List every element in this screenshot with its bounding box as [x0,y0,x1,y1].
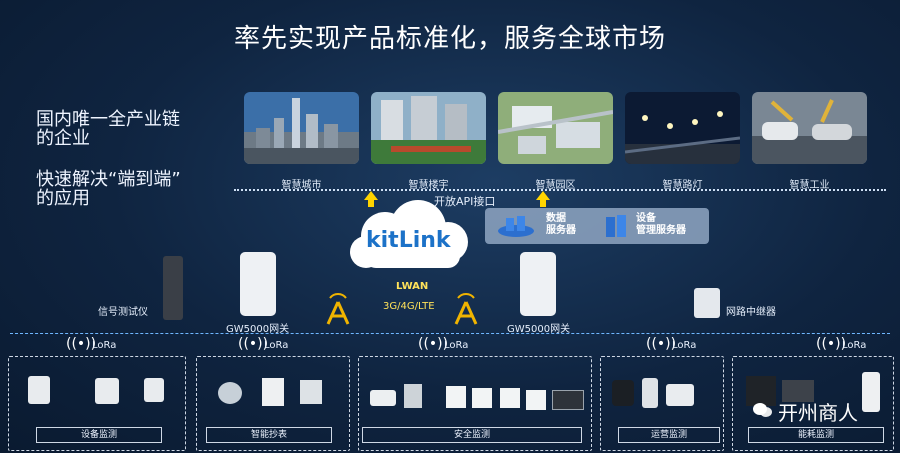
scene-label-3: 智慧园区 [535,180,576,191]
operation-sensor [666,384,694,406]
operation-sensor [642,378,658,408]
safety-sensor [446,386,466,408]
safety-sensor [404,384,422,408]
page-title: 率先实现产品标准化，服务全球市场 [233,24,666,54]
antenna-icon [320,290,356,326]
slogan-line-4: 的应用 [36,188,90,209]
repeater-label: 网路中继器 [726,307,776,318]
scene-label-4: 智慧路灯 [662,180,703,191]
watermark-text: 开州商人 [778,401,858,425]
water-meter-device [218,382,242,404]
section-label-3: 安全监测 [362,427,582,443]
section-label-4: 运营监测 [618,427,720,443]
lora-label-1: LoRa [92,340,117,351]
lora-label-2: LoRa [264,340,289,351]
slogan-line-3: 快速解决“端到端” [36,169,181,190]
arrow-up-icon [536,191,550,207]
alarm-button-device [500,388,520,408]
slogan-line-2: 的企业 [36,128,90,149]
electric-meter-device [262,378,284,406]
lora-label-5: LoRa [842,340,867,351]
wifi-icon: ((•)) [66,336,97,352]
smart-city-photo [244,92,359,164]
wechat-icon [752,402,772,418]
cellular-label: 3G/4G/LTE [383,301,435,312]
gateway-device-right [520,252,556,316]
device-server-icon [604,213,630,239]
cloud-icon [340,198,480,278]
energy-meter-device [862,372,880,412]
signal-tester-device [163,256,183,320]
scene-label-1: 智慧城市 [281,180,322,191]
section-device-monitoring [8,356,186,451]
section-operation-monitoring [600,356,724,451]
smart-industry-photo [752,92,867,164]
section-safety-monitoring [358,356,592,451]
wifi-icon: ((•)) [646,336,677,352]
gas-meter-device [300,380,322,404]
gateway-device-left [240,252,276,316]
gateway-right-label: GW5000网关 [507,324,571,335]
safety-sensor [370,390,396,406]
slogan-2: 快速解决“端到端” 的应用 [36,170,181,208]
energy-meter-device [782,380,814,402]
kitlink-brand: kitLink [366,228,451,253]
sensor-device [95,378,119,404]
slogan-line-1: 国内唯一全产业链 [36,109,180,130]
safety-panel-device [552,390,584,410]
repeater-device [694,288,720,318]
scene-label-5: 智慧工业 [789,180,830,191]
lora-label-3: LoRa [444,340,469,351]
data-server-icon [496,214,536,238]
sensor-device [28,376,50,404]
network-bus-line [10,333,890,334]
wifi-icon: ((•)) [418,336,449,352]
slogan-1: 国内唯一全产业链 的企业 [36,110,180,148]
safety-sensor [472,388,492,408]
wifi-icon: ((•)) [238,336,269,352]
smart-building-photo [371,92,486,164]
safety-sensor [526,390,546,410]
wifi-icon: ((•)) [816,336,847,352]
arrow-up-icon [364,191,378,207]
section-label-1: 设备监测 [36,427,162,443]
data-server-label: 数据 服务器 [546,213,576,236]
section-label-2: 智能抄表 [206,427,332,443]
section-smart-metering [196,356,350,451]
sensor-device [144,378,164,402]
gateway-left-label: GW5000网关 [226,324,290,335]
signal-tester-label: 信号测试仪 [98,307,148,318]
api-label: 开放API接口 [434,195,496,208]
lwan-label: LWAN [396,281,429,292]
section-label-5: 能耗监测 [748,427,884,443]
lora-label-4: LoRa [672,340,697,351]
smart-park-photo [498,92,613,164]
operation-sensor [612,380,634,406]
antenna-icon [448,290,484,326]
smart-streetlight-photo [625,92,740,164]
scene-label-2: 智慧楼宇 [408,180,449,191]
section-energy-monitoring [732,356,894,451]
scene-divider [234,189,886,191]
device-server-label: 设备 管理服务器 [636,213,686,236]
energy-meter-device [746,376,776,406]
